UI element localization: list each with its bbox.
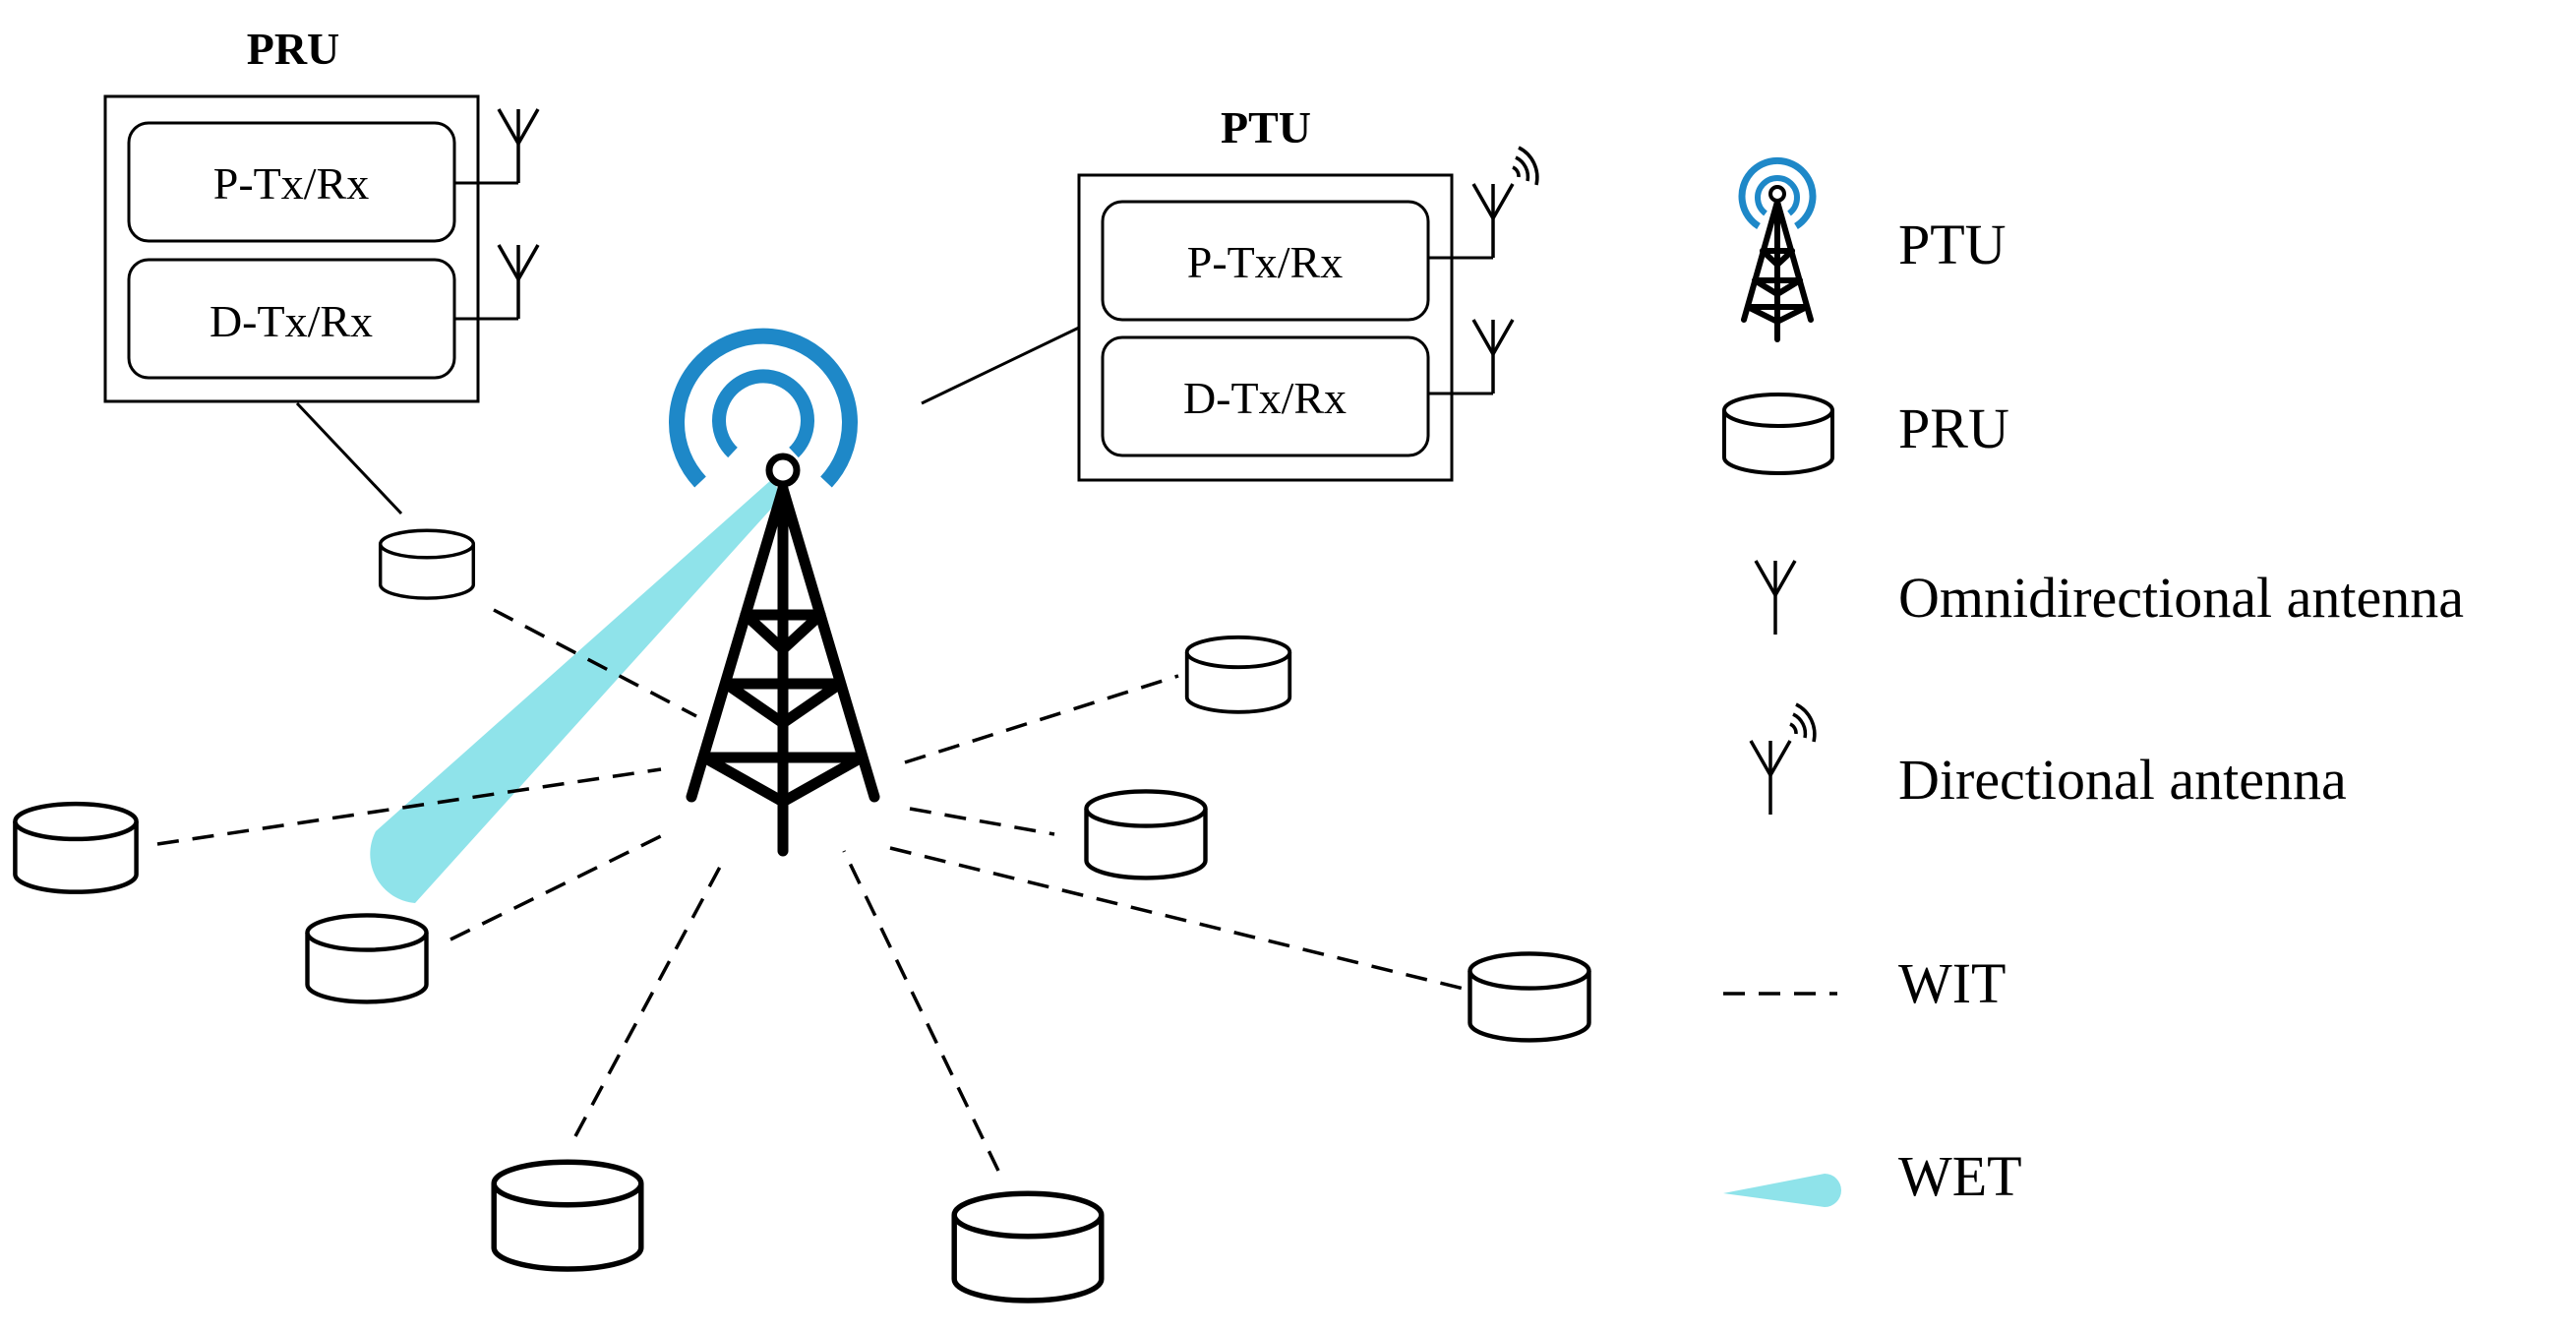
wit-links <box>156 608 1465 1172</box>
legend-wet-label: WET <box>1898 1144 2022 1208</box>
pru-device <box>378 528 476 600</box>
pru-device <box>308 915 427 1001</box>
pru-device <box>1087 791 1206 878</box>
omnidirectional-antenna-icon <box>497 243 540 321</box>
wit-link <box>842 850 1000 1172</box>
omnidirectional-antenna-icon <box>497 107 540 185</box>
pru-connector-line <box>295 401 403 515</box>
pru-box: PRU P-Tx/Rx D-Tx/Rx <box>103 24 540 403</box>
wit-link <box>493 608 697 718</box>
wit-link <box>449 829 672 941</box>
wit-link <box>156 767 662 846</box>
pru-devices <box>15 528 1589 1301</box>
omnidirectional-antenna-icon <box>1471 318 1515 395</box>
wit-link <box>573 855 728 1137</box>
ptu-tower-icon <box>669 328 880 857</box>
ptu-module-label: D-Tx/Rx <box>1183 373 1347 423</box>
ptu-connector-line <box>921 326 1080 405</box>
legend-wit-label: WIT <box>1898 951 2007 1015</box>
pru-device <box>1184 635 1292 714</box>
legend-directional-antenna-icon <box>1749 702 1817 817</box>
pru-device <box>1470 953 1589 1040</box>
pru-module-label: P-Tx/Rx <box>213 158 369 209</box>
legend-omnidirectional-label: Omnidirectional antenna <box>1898 566 2464 630</box>
pru-device <box>15 804 136 892</box>
legend-pru-icon <box>1722 393 1834 475</box>
pru-module-label: D-Tx/Rx <box>210 296 373 346</box>
legend-wet-beam-icon <box>1723 1174 1841 1207</box>
wit-link <box>889 846 1465 991</box>
ptu-box-title: PTU <box>1221 102 1311 152</box>
directional-antenna-icon <box>1471 146 1539 260</box>
wit-link <box>909 807 1055 836</box>
pru-box-title: PRU <box>247 24 340 74</box>
pru-device <box>494 1162 641 1269</box>
legend: PTU PRU Omnidirectional antenna Directio… <box>1722 156 2464 1208</box>
legend-ptu-label: PTU <box>1898 212 2007 276</box>
legend-ptu-icon <box>1738 156 1817 342</box>
ptu-module-label: P-Tx/Rx <box>1187 237 1343 287</box>
legend-directional-label: Directional antenna <box>1898 748 2347 812</box>
legend-omnidirectional-antenna-icon <box>1754 559 1797 636</box>
pru-device <box>954 1193 1102 1301</box>
ptu-box: PTU P-Tx/Rx D-Tx/Rx <box>1077 102 1539 482</box>
wit-link <box>904 674 1179 764</box>
legend-pru-label: PRU <box>1898 396 2009 460</box>
